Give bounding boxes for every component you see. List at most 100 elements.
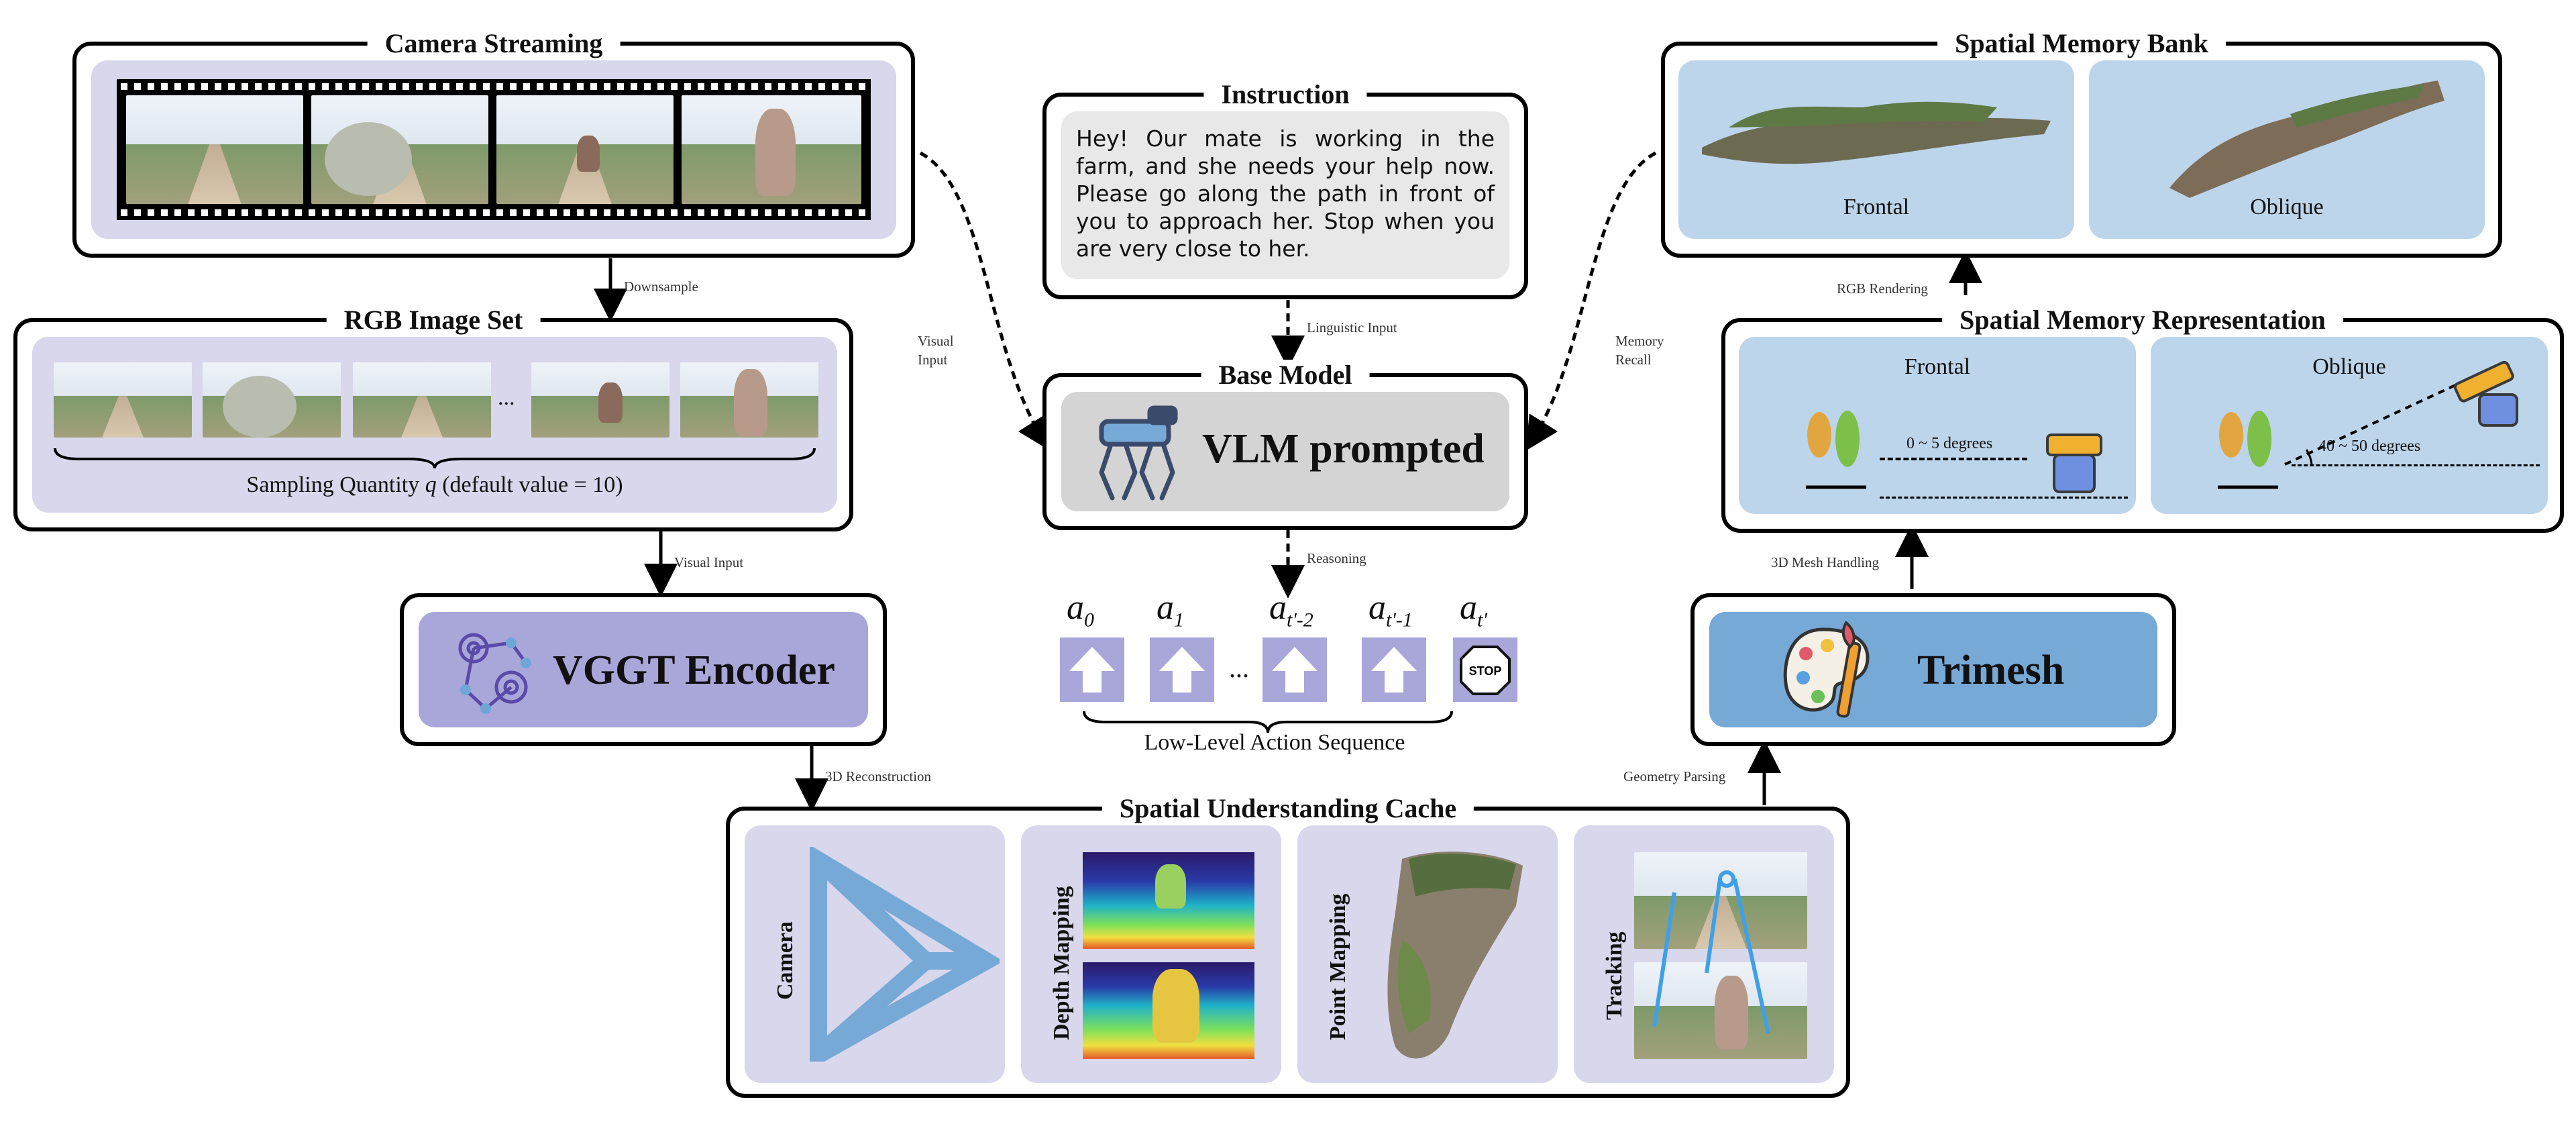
cache-camera-label: Camera [773, 921, 798, 1000]
memory-bank-frontal: Frontal [1678, 60, 2074, 239]
camera-streaming-panel: Camera Streaming [72, 28, 915, 258]
up-arrow-icon [1069, 647, 1115, 693]
frontal-angle-line [1880, 458, 2027, 460]
stop-sign-text: STOP [1469, 664, 1502, 678]
camera-streaming-inner [91, 60, 896, 239]
camera-streaming-title: Camera Streaming [367, 28, 621, 59]
vggt-encoder-panel: VGGT Encoder [400, 593, 887, 746]
oblique-baseline [2292, 464, 2540, 466]
film-strip [117, 79, 871, 220]
forward-action-box [1150, 637, 1214, 702]
up-arrow-icon [1159, 647, 1205, 693]
vggt-encoder-inner: VGGT Encoder [419, 612, 868, 727]
stream-frame-4 [682, 95, 861, 204]
frontal-pointcloud [1702, 101, 2051, 164]
instruction-panel: Instruction Hey! Our mate is working in … [1042, 79, 1528, 299]
sampling-brace [54, 448, 816, 469]
memory-bank-frontal-label: Frontal [1843, 195, 1910, 219]
cache-camera: Camera [745, 825, 1005, 1083]
action-symbol: a0 [1067, 588, 1094, 631]
action-symbol: a1 [1157, 588, 1184, 631]
base-model-inner: VLM prompted [1061, 392, 1509, 511]
stream-frame-1 [126, 95, 303, 204]
cache-tracking: Tracking [1574, 825, 1834, 1083]
robot-dog-icon [1099, 405, 1178, 501]
instruction-inner: Hey! Our mate is working in the farm, an… [1061, 111, 1509, 279]
representation-oblique: Oblique 40 ~ 50 degrees [2151, 337, 2548, 514]
action-brace [1083, 711, 1453, 733]
representation-oblique-label: Oblique [2312, 354, 2386, 379]
forward-action-box [1060, 637, 1124, 702]
spatial-understanding-cache-panel: Spatial Understanding Cache Camera Depth… [726, 793, 1850, 1098]
cache-point-label: Point Mapping [1326, 893, 1350, 1040]
edge-label-downsample: Downsample [624, 278, 698, 295]
memory-bank-oblique: Oblique [2089, 60, 2485, 239]
representation-frontal-label: Frontal [1904, 354, 1971, 379]
tracking-frame-2 [1634, 962, 1807, 1059]
sampling-caption-prefix: Sampling Quantity [246, 472, 420, 497]
film-sprocket-bottom [117, 205, 871, 220]
tracking-lines [1652, 870, 1770, 1034]
action-symbol: at'-1 [1368, 588, 1413, 631]
sampling-caption-suffix: (default value = 10) [442, 472, 623, 497]
base-model-title: Base Model [1201, 360, 1370, 391]
vggt-encoder-label: VGGT Encoder [553, 648, 835, 693]
up-arrow-icon [1272, 647, 1318, 693]
instruction-title: Instruction [1203, 79, 1367, 110]
sample-image-3 [353, 362, 491, 438]
cache-depth-label: Depth Mapping [1049, 886, 1074, 1040]
forward-action-box [1362, 637, 1426, 702]
edge-label-visual-2: Input [918, 352, 948, 368]
trimesh-inner: Trimesh [1709, 612, 2157, 727]
stream-frame-3 [496, 95, 674, 204]
forward-action-box [1263, 637, 1327, 702]
oblique-angle-line [2284, 376, 2473, 466]
rgb-image-set-title: RGB Image Set [326, 305, 541, 336]
edge-label-rgb-rendering: RGB Rendering [1837, 280, 1928, 297]
edge-label-visual-input: Visual Input [674, 554, 744, 570]
cache-depth-mapping: Depth Mapping [1021, 825, 1281, 1083]
point-cloud-icon [1387, 852, 1523, 1059]
spatial-memory-bank-panel: Spatial Memory Bank Frontal Oblique [1661, 28, 2502, 258]
action-caption: Low-Level Action Sequence [1144, 730, 1405, 755]
cache-point-mapping: Point Mapping [1297, 825, 1558, 1083]
network-gears-icon [458, 633, 531, 714]
depth-map-1-figure [1155, 864, 1186, 909]
edge-label-mesh-handling: 3D Mesh Handling [1771, 554, 1879, 570]
edge-label-visual-1: Visual [918, 333, 954, 349]
sampling-caption-var: q [425, 472, 437, 497]
rgb-image-set-panel: RGB Image Set ... Sampling Quantity q (d… [13, 305, 853, 531]
frontal-crop-icon [1806, 411, 1866, 489]
edge-label-3d-reconstruction: 3D Reconstruction [825, 768, 932, 784]
arrow-visual-input-curve [919, 151, 1051, 451]
cache-tracking-label: Tracking [1602, 931, 1627, 1020]
action-symbol: at' [1460, 588, 1487, 631]
sample-image-2 [203, 362, 341, 438]
oblique-angle-text: 40 ~ 50 degrees [2318, 438, 2421, 455]
oblique-crop-icon [2218, 411, 2278, 489]
sample-image-4 [531, 362, 669, 438]
spatial-memory-representation-panel: Spatial Memory Representation Frontal 0 … [1721, 305, 2564, 533]
sample-image-1 [54, 362, 192, 438]
memory-bank-oblique-label: Oblique [2250, 195, 2324, 219]
sample-image-5 [680, 362, 818, 438]
edge-label-memory-1: Memory [1615, 333, 1664, 349]
depth-map-2-figure [1152, 969, 1199, 1043]
spatial-understanding-cache-title: Spatial Understanding Cache [1102, 793, 1474, 824]
stop-action-box: STOP [1453, 637, 1517, 702]
base-model-panel: Base Model VLM prompted [1042, 360, 1528, 530]
instruction-text: Hey! Our mate is working in the farm, an… [1076, 125, 1495, 262]
frontal-angle-text: 0 ~ 5 degrees [1907, 435, 1993, 452]
oblique-pointcloud [2169, 81, 2445, 198]
edge-label-memory-2: Recall [1615, 352, 1652, 368]
sampling-caption: Sampling Quantity q (default value = 10) [32, 472, 837, 498]
stream-frame-2 [311, 95, 488, 204]
camera-frustum-icon [810, 847, 1000, 1062]
spatial-memory-bank-title: Spatial Memory Bank [1937, 28, 2226, 59]
frontal-camera-icon [2046, 433, 2102, 493]
spatial-memory-representation-title: Spatial Memory Representation [1942, 305, 2343, 336]
arrow-memory-recall-curve [1525, 151, 1657, 451]
